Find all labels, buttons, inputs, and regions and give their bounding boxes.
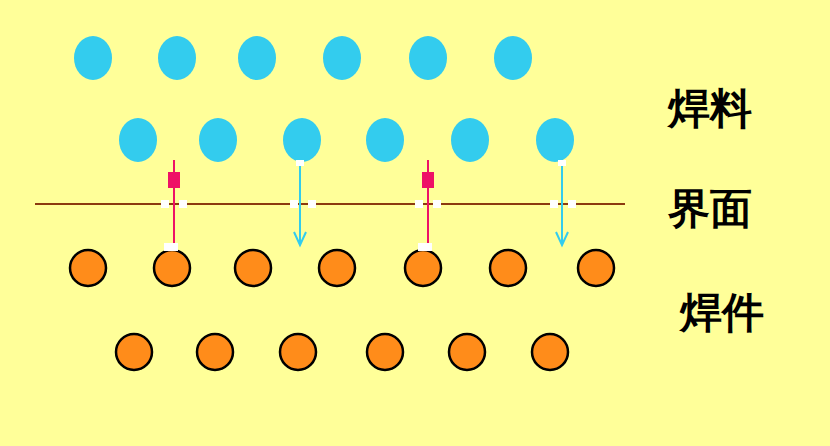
region-label: 焊料	[668, 88, 752, 130]
region-label: 界面	[668, 188, 752, 230]
diffusion-up-arrows	[164, 160, 434, 251]
interface-line	[35, 203, 625, 205]
workpiece-atoms	[70, 250, 614, 370]
interface-marks	[161, 160, 576, 208]
solder-atoms	[74, 36, 574, 162]
diffusion-down-arrows	[294, 160, 568, 245]
region-label: 焊件	[680, 292, 764, 334]
